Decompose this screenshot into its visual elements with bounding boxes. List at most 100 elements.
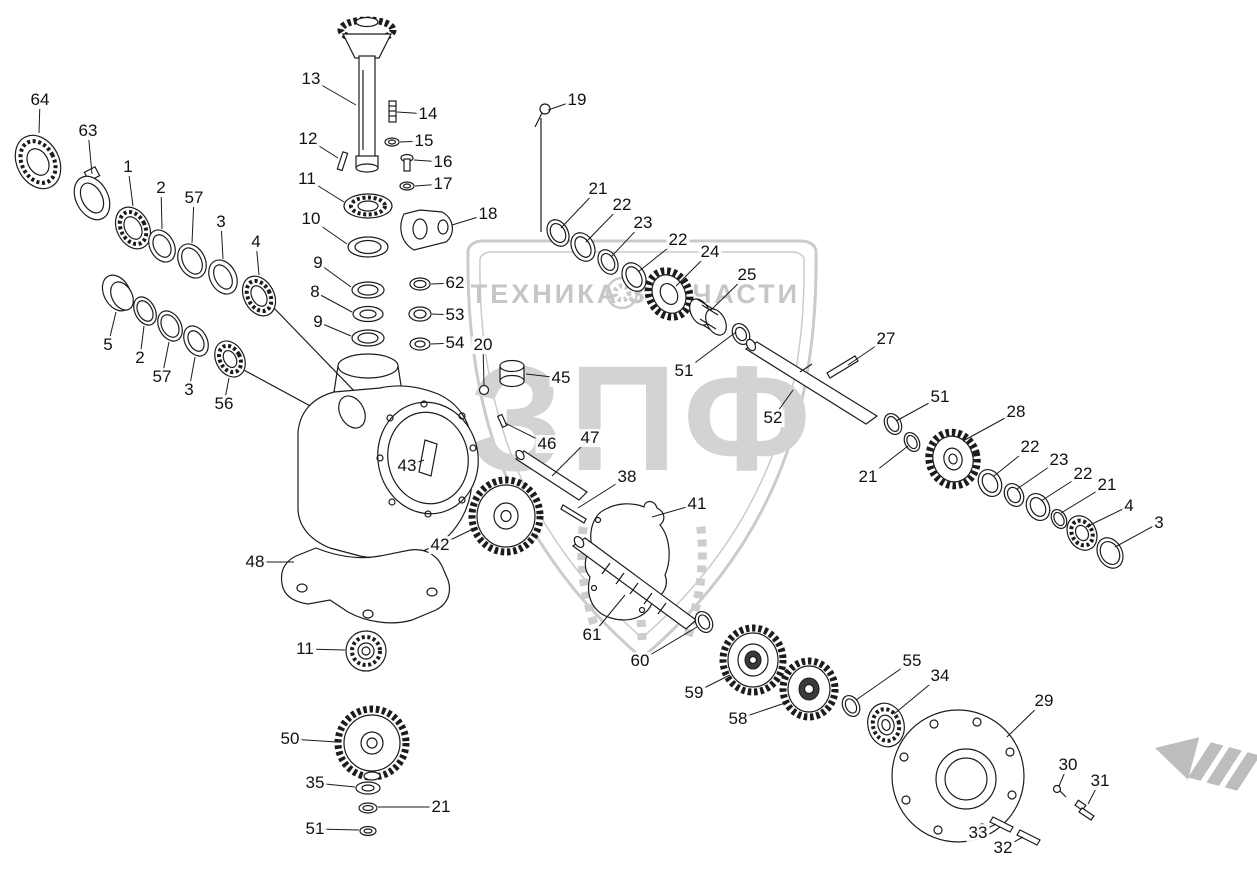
leader-line: [310, 218, 348, 245]
leader-line: [893, 675, 941, 715]
screw-16: [400, 153, 414, 172]
leader-line: [560, 188, 599, 229]
leader-line: [289, 738, 338, 743]
nut-8: [352, 305, 384, 323]
leader-line: [637, 239, 679, 273]
leader-line: [160, 187, 163, 230]
ring-22-d: [1025, 493, 1051, 521]
bearing-11-top: [343, 193, 393, 219]
leader-line: [38, 99, 41, 134]
leader-line: [430, 282, 456, 285]
leader-line: [847, 338, 887, 366]
ring-51-c: [359, 825, 377, 837]
gear-59: [719, 624, 787, 696]
ring-9-upper: [351, 281, 385, 299]
ring-23-b: [1003, 482, 1025, 508]
ring-57-upper: [177, 243, 207, 279]
leader-line: [1058, 764, 1069, 787]
splined-hub-25: [689, 298, 727, 336]
ring-51-b: [883, 412, 903, 436]
bearing-56: [214, 340, 246, 378]
pin-32: [1016, 829, 1041, 846]
leader-line: [314, 782, 356, 788]
ring-53: [408, 306, 432, 322]
cover-29: [891, 709, 1025, 843]
leader-line: [127, 166, 134, 207]
leader-line: [1114, 522, 1160, 548]
leader-line: [451, 213, 489, 226]
ring-23-a: [597, 249, 619, 275]
leader-line: [188, 356, 196, 391]
leader-line: [585, 204, 623, 243]
pin-33: [989, 816, 1014, 833]
leader-line: [314, 291, 353, 313]
bearing-11-bottom: [345, 630, 387, 672]
leader-line: [413, 159, 444, 163]
leader-line: [304, 648, 346, 651]
leader-line: [895, 396, 941, 422]
leader-line: [1060, 484, 1108, 514]
leader-line: [867, 445, 909, 478]
leader-line: [220, 221, 224, 260]
shaft-52: [744, 338, 879, 425]
input-shaft-13: [355, 55, 379, 173]
leader-line: [314, 828, 360, 831]
bearing-4-right: [1066, 515, 1098, 551]
leader-line: [1087, 780, 1101, 805]
gear-42: [468, 476, 544, 556]
washer-15: [384, 137, 400, 147]
bearing-1: [114, 206, 152, 250]
ring-22-c: [977, 469, 1003, 497]
watermark-big-text: ЗПФ: [469, 334, 817, 502]
leader-line: [737, 701, 789, 720]
leader-line: [396, 111, 429, 115]
screw-31: [1074, 799, 1095, 821]
leader-line: [993, 446, 1031, 477]
direction-arrow-icon: [1155, 737, 1257, 791]
leader-line: [255, 241, 260, 276]
ring-21-b: [903, 431, 921, 453]
ring-3-right: [1096, 537, 1124, 569]
ring-21-a: [546, 219, 570, 247]
leader-line: [855, 660, 913, 701]
leader-line: [310, 78, 357, 106]
pin-12: [336, 151, 349, 172]
leader-line: [139, 325, 145, 359]
ring-55: [841, 694, 861, 718]
leader-line: [107, 311, 117, 346]
ring-21-c: [1050, 508, 1068, 530]
leader-line: [399, 140, 425, 143]
leader-line: [223, 377, 230, 405]
leader-line: [1085, 505, 1130, 528]
leader-line: [307, 138, 339, 159]
pin-38: [560, 504, 587, 524]
ring-62: [409, 277, 431, 291]
gear-28: [925, 428, 981, 490]
cotter-pin-19: [534, 103, 551, 128]
ring-21-d: [358, 802, 378, 814]
ring-54: [409, 337, 431, 351]
housing-body-43: [297, 353, 479, 559]
cup-5: [101, 274, 134, 312]
watermark-brand-left: ТЕХНИКА: [471, 279, 619, 309]
ring-35: [355, 781, 381, 795]
leader-line: [693, 674, 731, 694]
leader-line: [191, 197, 195, 244]
leader-line: [87, 130, 93, 175]
bearing-34: [867, 702, 905, 748]
leader-line: [1016, 459, 1060, 490]
leader-line: [430, 342, 456, 345]
leader-line: [547, 99, 578, 111]
rod-47: [515, 449, 588, 501]
ball-20: [478, 384, 490, 396]
leader-line: [306, 178, 345, 203]
cap-45: [499, 359, 525, 388]
pin-46: [496, 413, 508, 429]
ring-22-a: [570, 232, 596, 262]
bracket-18: [400, 209, 453, 251]
leader-line: [1040, 473, 1084, 502]
leader-line: [1006, 700, 1045, 738]
bolt-14: [388, 100, 397, 123]
